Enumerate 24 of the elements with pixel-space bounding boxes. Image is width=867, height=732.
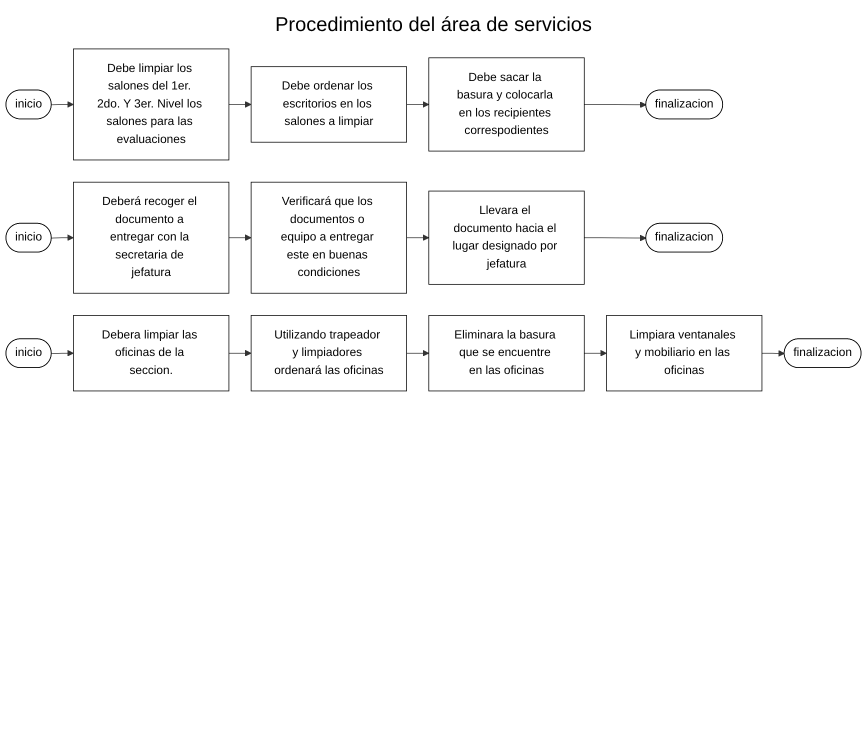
node-box: Debe sacar la basura y colocarla en los recipientes correspodientes <box>428 57 585 152</box>
arrow <box>51 350 74 356</box>
node-box: Llevara el documento hacia el lugar designado por jefatura <box>428 190 585 285</box>
arrow <box>584 102 646 108</box>
arrow <box>406 101 430 108</box>
node-box: Limpiara ventanales y mobiliario en las oficinas <box>606 315 762 392</box>
node-box: Debe ordenar los escritorios en los salones a limpiar <box>250 66 407 143</box>
arrow <box>584 350 607 356</box>
arrow <box>584 234 646 242</box>
arrow <box>51 101 74 108</box>
node-box: Debera limpiar las oficinas de la seccion. <box>73 315 230 392</box>
arrow <box>406 350 430 356</box>
node-box: Verificará que los documentos o equipo a entregar este en buenas condiciones <box>250 182 407 294</box>
arrow <box>228 101 252 108</box>
arrow <box>762 350 785 357</box>
diagram-title: Procedimiento del área de servicios <box>274 14 593 37</box>
arrow <box>228 234 252 241</box>
arrow <box>406 234 430 241</box>
arrow <box>51 234 74 241</box>
node-box: Eliminara la basura que se encuentre en las oficinas <box>428 315 585 392</box>
node-box: Utilizando trapeador y limpiadores ordenará las oficinas <box>250 315 407 392</box>
node-box: Debe limpiar los salones del 1er. 2do. Y 3er. Nivel los salones para las evaluaciones <box>73 48 230 160</box>
node-box: Deberá recoger el documento a entregar con la secretaria de jefatura <box>73 182 230 294</box>
arrow <box>228 350 252 356</box>
